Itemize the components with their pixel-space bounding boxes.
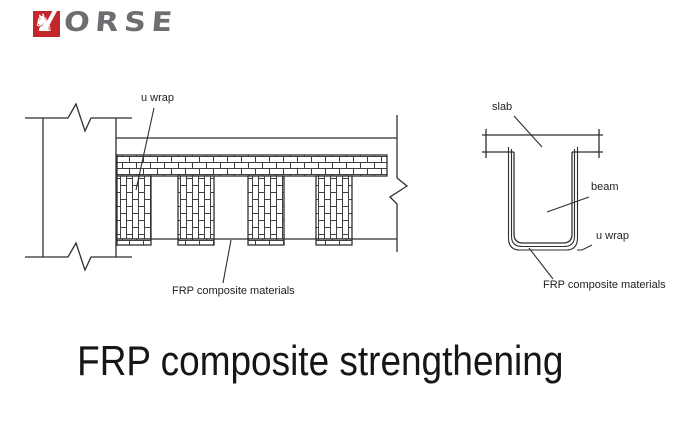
frp-leader-section	[528, 247, 554, 280]
u-wrap-leader-section	[577, 244, 593, 251]
u-wrap-leader-elevation	[135, 107, 155, 191]
label-u-wrap-elevation: u wrap	[141, 92, 175, 104]
knight-icon: ♞	[33, 11, 60, 37]
frp-leader-elevation	[222, 239, 232, 284]
u-wrap-strips	[116, 175, 353, 246]
label-frp-section: FRP composite materials	[543, 279, 666, 291]
label-slab: slab	[492, 101, 513, 113]
label-beam: beam	[591, 181, 619, 193]
beam-section	[513, 152, 573, 244]
section-diagram	[482, 115, 603, 280]
u-wrap-section	[507, 147, 579, 251]
column	[25, 102, 132, 272]
page-title-text: FRP composite strengthening	[76, 337, 564, 384]
label-u-wrap-section: u wrap	[596, 230, 630, 242]
slab-leader	[513, 115, 543, 148]
frp-band	[116, 154, 388, 177]
slab	[482, 129, 603, 158]
label-frp-elevation: FRP composite materials	[172, 285, 295, 297]
beam-leader	[546, 196, 590, 213]
page-title: FRP composite strengthening	[30, 334, 610, 388]
elevation-diagram	[25, 102, 409, 284]
